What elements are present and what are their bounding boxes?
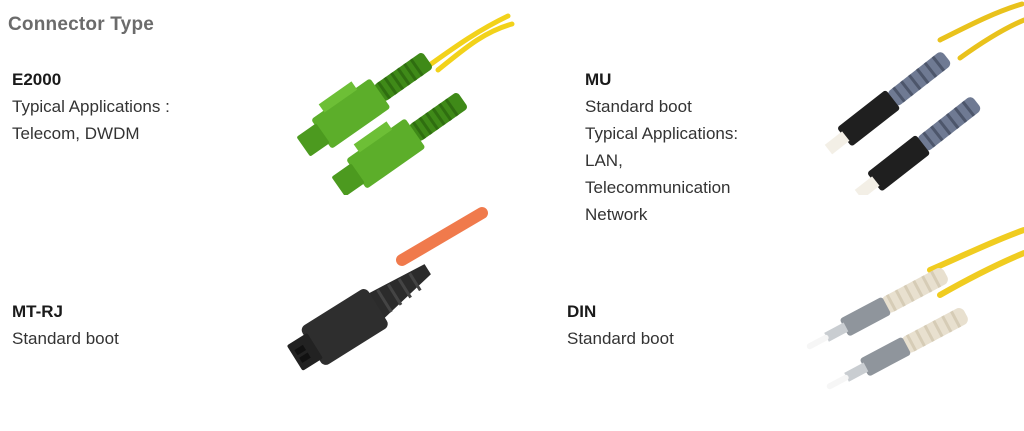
connector-description-line: Typical Applications : bbox=[12, 97, 170, 116]
connector-mu: MU Standard boot Typical Applications: L… bbox=[585, 66, 738, 228]
mtrj-connector-icon bbox=[287, 207, 488, 371]
connector-description-line: Network bbox=[585, 205, 648, 224]
connector-name: MT-RJ bbox=[12, 302, 63, 321]
connector-description-line: Telecom, DWDM bbox=[12, 124, 140, 143]
connector-description-line: Typical Applications: bbox=[585, 124, 739, 143]
din-connector-icon bbox=[806, 227, 1024, 390]
connector-name: E2000 bbox=[12, 70, 62, 89]
connector-name: DIN bbox=[567, 302, 597, 321]
e2000-connector-icon bbox=[297, 13, 515, 195]
connector-e2000: E2000 Typical Applications : Telecom, DW… bbox=[12, 66, 170, 147]
connector-mtrj: MT-RJ Standard boot bbox=[12, 298, 119, 352]
connector-description-line: LAN, bbox=[585, 151, 623, 170]
connector-description-line: Telecommunication bbox=[585, 178, 731, 197]
mu-connector-icon bbox=[824, 1, 1024, 195]
page-title: Connector Type bbox=[8, 14, 155, 35]
connector-description-line: Standard boot bbox=[585, 97, 692, 116]
connector-description-line: Standard boot bbox=[12, 329, 119, 348]
connector-din: DIN Standard boot bbox=[567, 298, 674, 352]
connector-name: MU bbox=[585, 70, 612, 89]
connector-description-line: Standard boot bbox=[567, 329, 674, 348]
